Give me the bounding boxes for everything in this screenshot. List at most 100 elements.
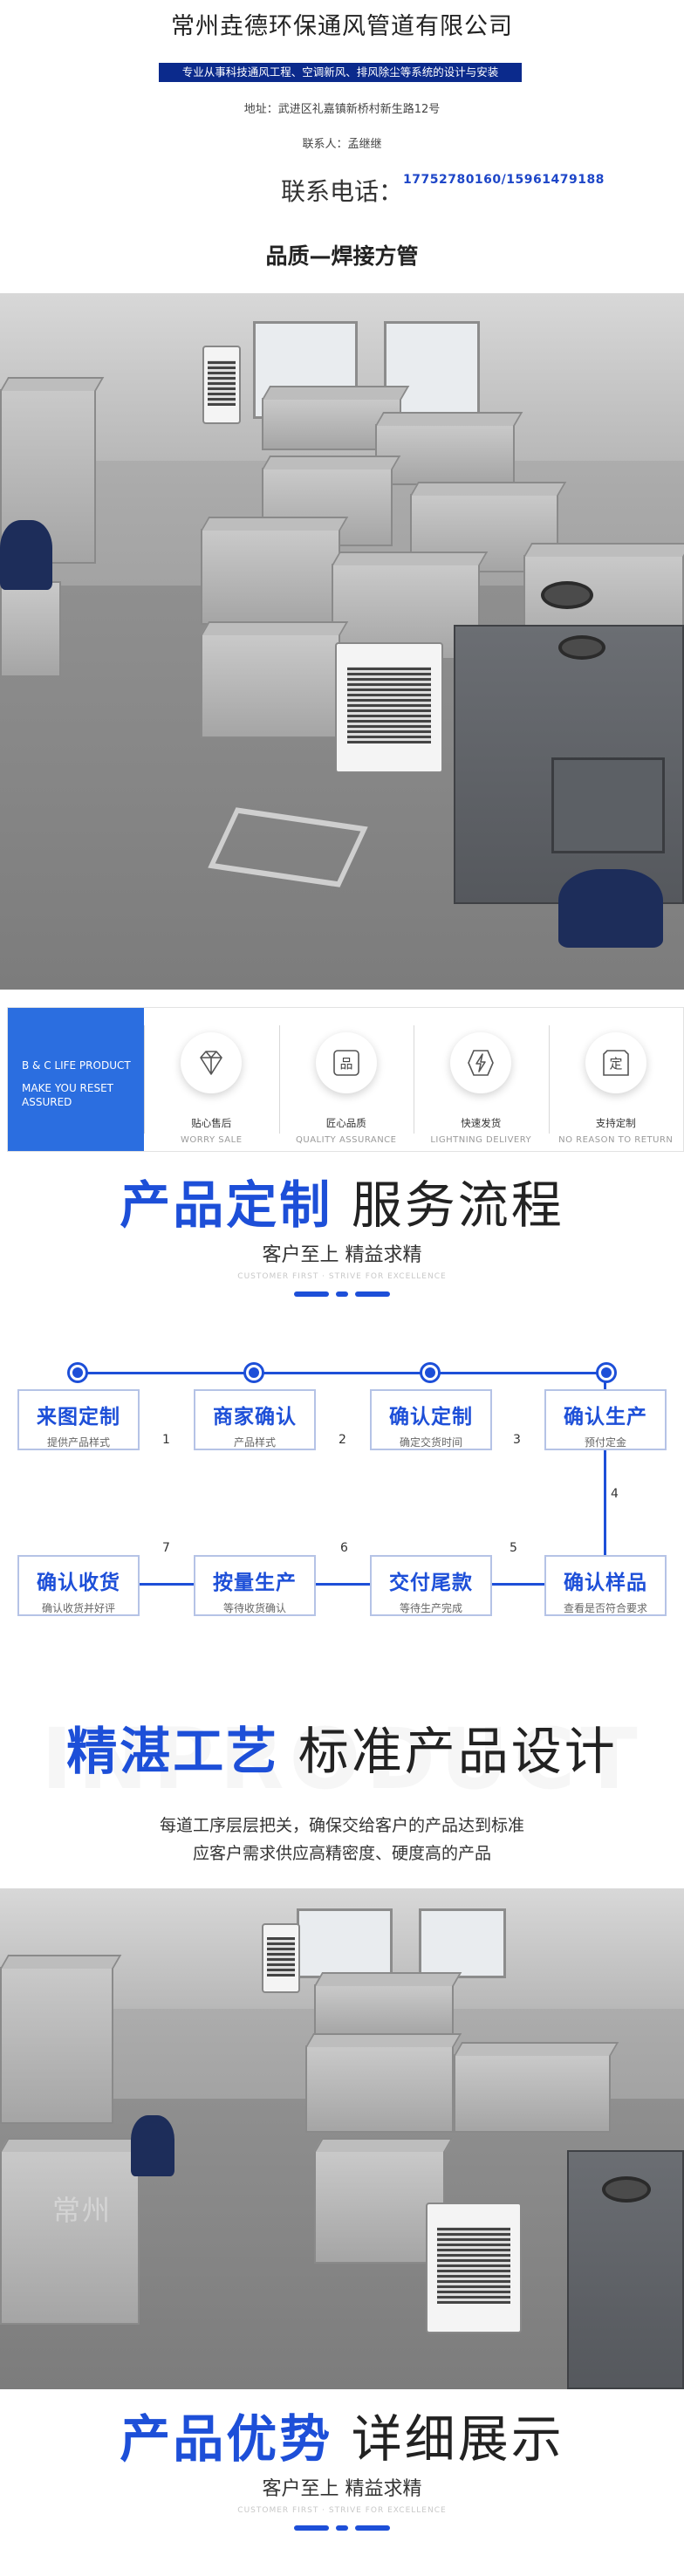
- duct-box: [201, 517, 349, 625]
- step-desc: 确定交货时间: [399, 1436, 462, 1449]
- feature-custom: 定 支持定制 NO REASON TO RETURN: [548, 1008, 684, 1151]
- heading-divider: [0, 2525, 684, 2531]
- step-title: 按量生产: [213, 1572, 297, 1594]
- quality-icon: 品: [315, 1032, 377, 1093]
- pipe-flange: [602, 2176, 651, 2203]
- heading-dark: 详细展示: [351, 2409, 564, 2469]
- heading-subtitle: 客户至上 精益求精: [262, 1244, 422, 1266]
- feature-sub: LIGHTNING DELIVERY: [430, 1135, 532, 1145]
- address-text: 地址：武进区礼嘉镇新桥村新生路12号: [243, 103, 441, 116]
- heading-blue: 产品优势: [120, 2409, 333, 2469]
- step-title: 商家确认: [213, 1406, 297, 1428]
- workshop-photo: [0, 293, 684, 990]
- step-number: 5: [510, 1541, 517, 1555]
- feature-label: 快速发货: [461, 1117, 502, 1129]
- duct-box: [314, 1972, 462, 2037]
- product-title: 品质—焊接方管: [265, 243, 419, 269]
- step-desc: 提供产品样式: [46, 1436, 110, 1449]
- step-confirm-sample: 确认样品 查看是否符合要求: [544, 1555, 667, 1616]
- heading-subtitle: 客户至上 精益求精: [262, 2478, 422, 2500]
- feature-sub: NO REASON TO RETURN: [558, 1135, 674, 1145]
- duct-box: [375, 412, 523, 485]
- heading-dark: 标准产品设计: [298, 1722, 618, 1781]
- pipe-flange: [558, 635, 605, 660]
- air-cooler: [335, 642, 443, 773]
- step-number: 1: [162, 1433, 170, 1447]
- heading-divider: [0, 1291, 684, 1297]
- phone-numbers[interactable]: 17752780160/15961479188: [403, 173, 605, 187]
- svg-text:品: 品: [339, 1056, 352, 1072]
- photo-window: [297, 1908, 393, 1979]
- svg-text:定: 定: [609, 1056, 622, 1072]
- step-title: 确认生产: [564, 1406, 647, 1428]
- flow-node: [598, 1365, 614, 1380]
- features-strip: B & C LIFE PRODUCT MAKE YOU RESET ASSURE…: [7, 1007, 684, 1152]
- contact-person: 联系人：孟继继: [302, 138, 382, 151]
- flow-node: [70, 1365, 86, 1380]
- flow-node: [422, 1365, 438, 1380]
- step-desc: 产品样式: [233, 1436, 276, 1449]
- air-cooler: [262, 1923, 300, 1993]
- worker-figure: [0, 520, 52, 590]
- custom-icon: 定: [585, 1032, 646, 1093]
- flow-line: [77, 1583, 605, 1586]
- step-number: 3: [513, 1433, 521, 1447]
- advantage-heading: 产品优势 详细展示 客户至上 精益求精 CUSTOMER FIRST · STR…: [0, 2408, 684, 2531]
- phone-label: 联系电话：: [280, 177, 403, 206]
- flow-line: [604, 1372, 606, 1585]
- craft-description: 每道工序层层把关，确保交给客户的产品达到标准 应客户需求供应高精密度、硬度高的产…: [0, 1812, 684, 1867]
- step-final-payment: 交付尾款 等待生产完成: [370, 1555, 492, 1616]
- step-title: 确认定制: [389, 1406, 473, 1428]
- step-title: 交付尾款: [389, 1572, 473, 1594]
- step-drawing-custom: 来图定制 提供产品样式: [17, 1389, 140, 1450]
- welder-figure: [558, 869, 663, 948]
- feature-sub: QUALITY ASSURANCE: [296, 1135, 397, 1145]
- feature-sub: WORRY SALE: [180, 1135, 243, 1145]
- step-desc: 确认收货并好评: [41, 1602, 115, 1614]
- company-title: 常州垚德环保通风管道有限公司: [171, 13, 513, 40]
- step-mass-production: 按量生产 等待收货确认: [194, 1555, 316, 1616]
- pipe-flange: [541, 581, 593, 609]
- duct-box: [305, 2033, 462, 2133]
- diamond-icon: [181, 1032, 243, 1093]
- feature-quality: 品 匠心品质 QUALITY ASSURANCE: [278, 1008, 414, 1151]
- step-title: 来图定制: [37, 1406, 120, 1428]
- duct-box: [454, 2042, 619, 2133]
- step-number: 7: [162, 1541, 170, 1555]
- feature-label: 支持定制: [595, 1117, 636, 1129]
- craft-desc-line: 每道工序层层把关，确保交给客户的产品达到标准: [159, 1816, 524, 1835]
- step-desc: 预付定金: [584, 1436, 626, 1449]
- duct-box: [0, 2138, 148, 2325]
- duct-box: [201, 621, 349, 738]
- heading-tiny-text: CUSTOMER FIRST · STRIVE FOR EXCELLENCE: [237, 1272, 447, 1281]
- duct-box: [314, 2138, 454, 2264]
- features-lead: B & C LIFE PRODUCT MAKE YOU RESET ASSURE…: [8, 1008, 144, 1151]
- flow-line: [77, 1372, 605, 1374]
- photo-watermark: 常州: [52, 2194, 113, 2228]
- feature-delivery: 快速发货 LIGHTNING DELIVERY: [414, 1008, 549, 1151]
- step-title: 确认样品: [564, 1572, 647, 1594]
- features-lead-line2: MAKE YOU RESET ASSURED: [22, 1082, 113, 1108]
- step-confirm-custom: 确认定制 确定交货时间: [370, 1389, 492, 1450]
- craft-desc-line: 应客户需求供应高精密度、硬度高的产品: [192, 1844, 491, 1863]
- process-flow: 来图定制 提供产品样式 商家确认 产品样式 确认定制 确定交货时间 确认生产 预…: [0, 1344, 684, 1641]
- heading-blue: 产品定制: [120, 1175, 333, 1235]
- air-cooler: [426, 2203, 522, 2333]
- heading-dark: 服务流程: [351, 1175, 564, 1235]
- duct-box: [0, 1955, 122, 2124]
- step-desc: 查看是否符合要求: [563, 1602, 647, 1614]
- duct-box: [0, 581, 61, 677]
- lightning-icon: [450, 1032, 512, 1093]
- feature-label: 贴心售后: [191, 1117, 232, 1129]
- fan-housing: [454, 625, 684, 904]
- craft-heading: 精湛工艺 标准产品设计: [0, 1721, 684, 1782]
- step-confirm-production: 确认生产 预付定金: [544, 1389, 667, 1450]
- air-cooler: [202, 346, 241, 424]
- step-merchant-confirm: 商家确认 产品样式: [194, 1389, 316, 1450]
- custom-process-heading: 产品定制 服务流程 客户至上 精益求精 CUSTOMER FIRST · STR…: [0, 1175, 684, 1297]
- step-number: 2: [339, 1433, 346, 1447]
- step-title: 确认收货: [37, 1572, 120, 1594]
- step-number: 4: [611, 1487, 619, 1501]
- step-confirm-receipt: 确认收货 确认收货并好评: [17, 1555, 140, 1616]
- photo-window: [419, 1908, 506, 1979]
